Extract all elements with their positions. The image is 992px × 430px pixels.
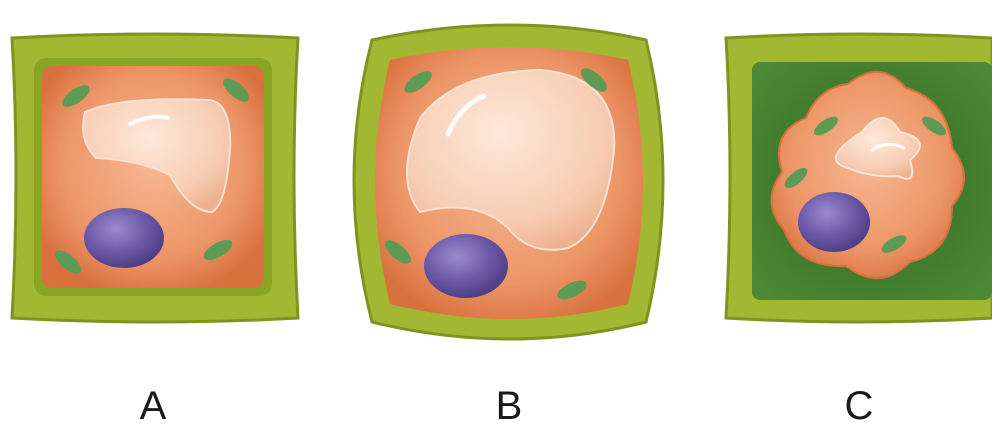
cell-b <box>354 25 663 339</box>
cell-a <box>12 34 298 322</box>
cell-c <box>726 34 992 322</box>
cell-c-nucleus <box>798 192 870 252</box>
cell-b-label: B <box>469 384 549 429</box>
cell-b-nucleus <box>424 234 508 298</box>
cell-a-label: A <box>113 384 193 429</box>
cell-a-nucleus <box>84 208 164 268</box>
cell-c-label: C <box>819 384 899 429</box>
